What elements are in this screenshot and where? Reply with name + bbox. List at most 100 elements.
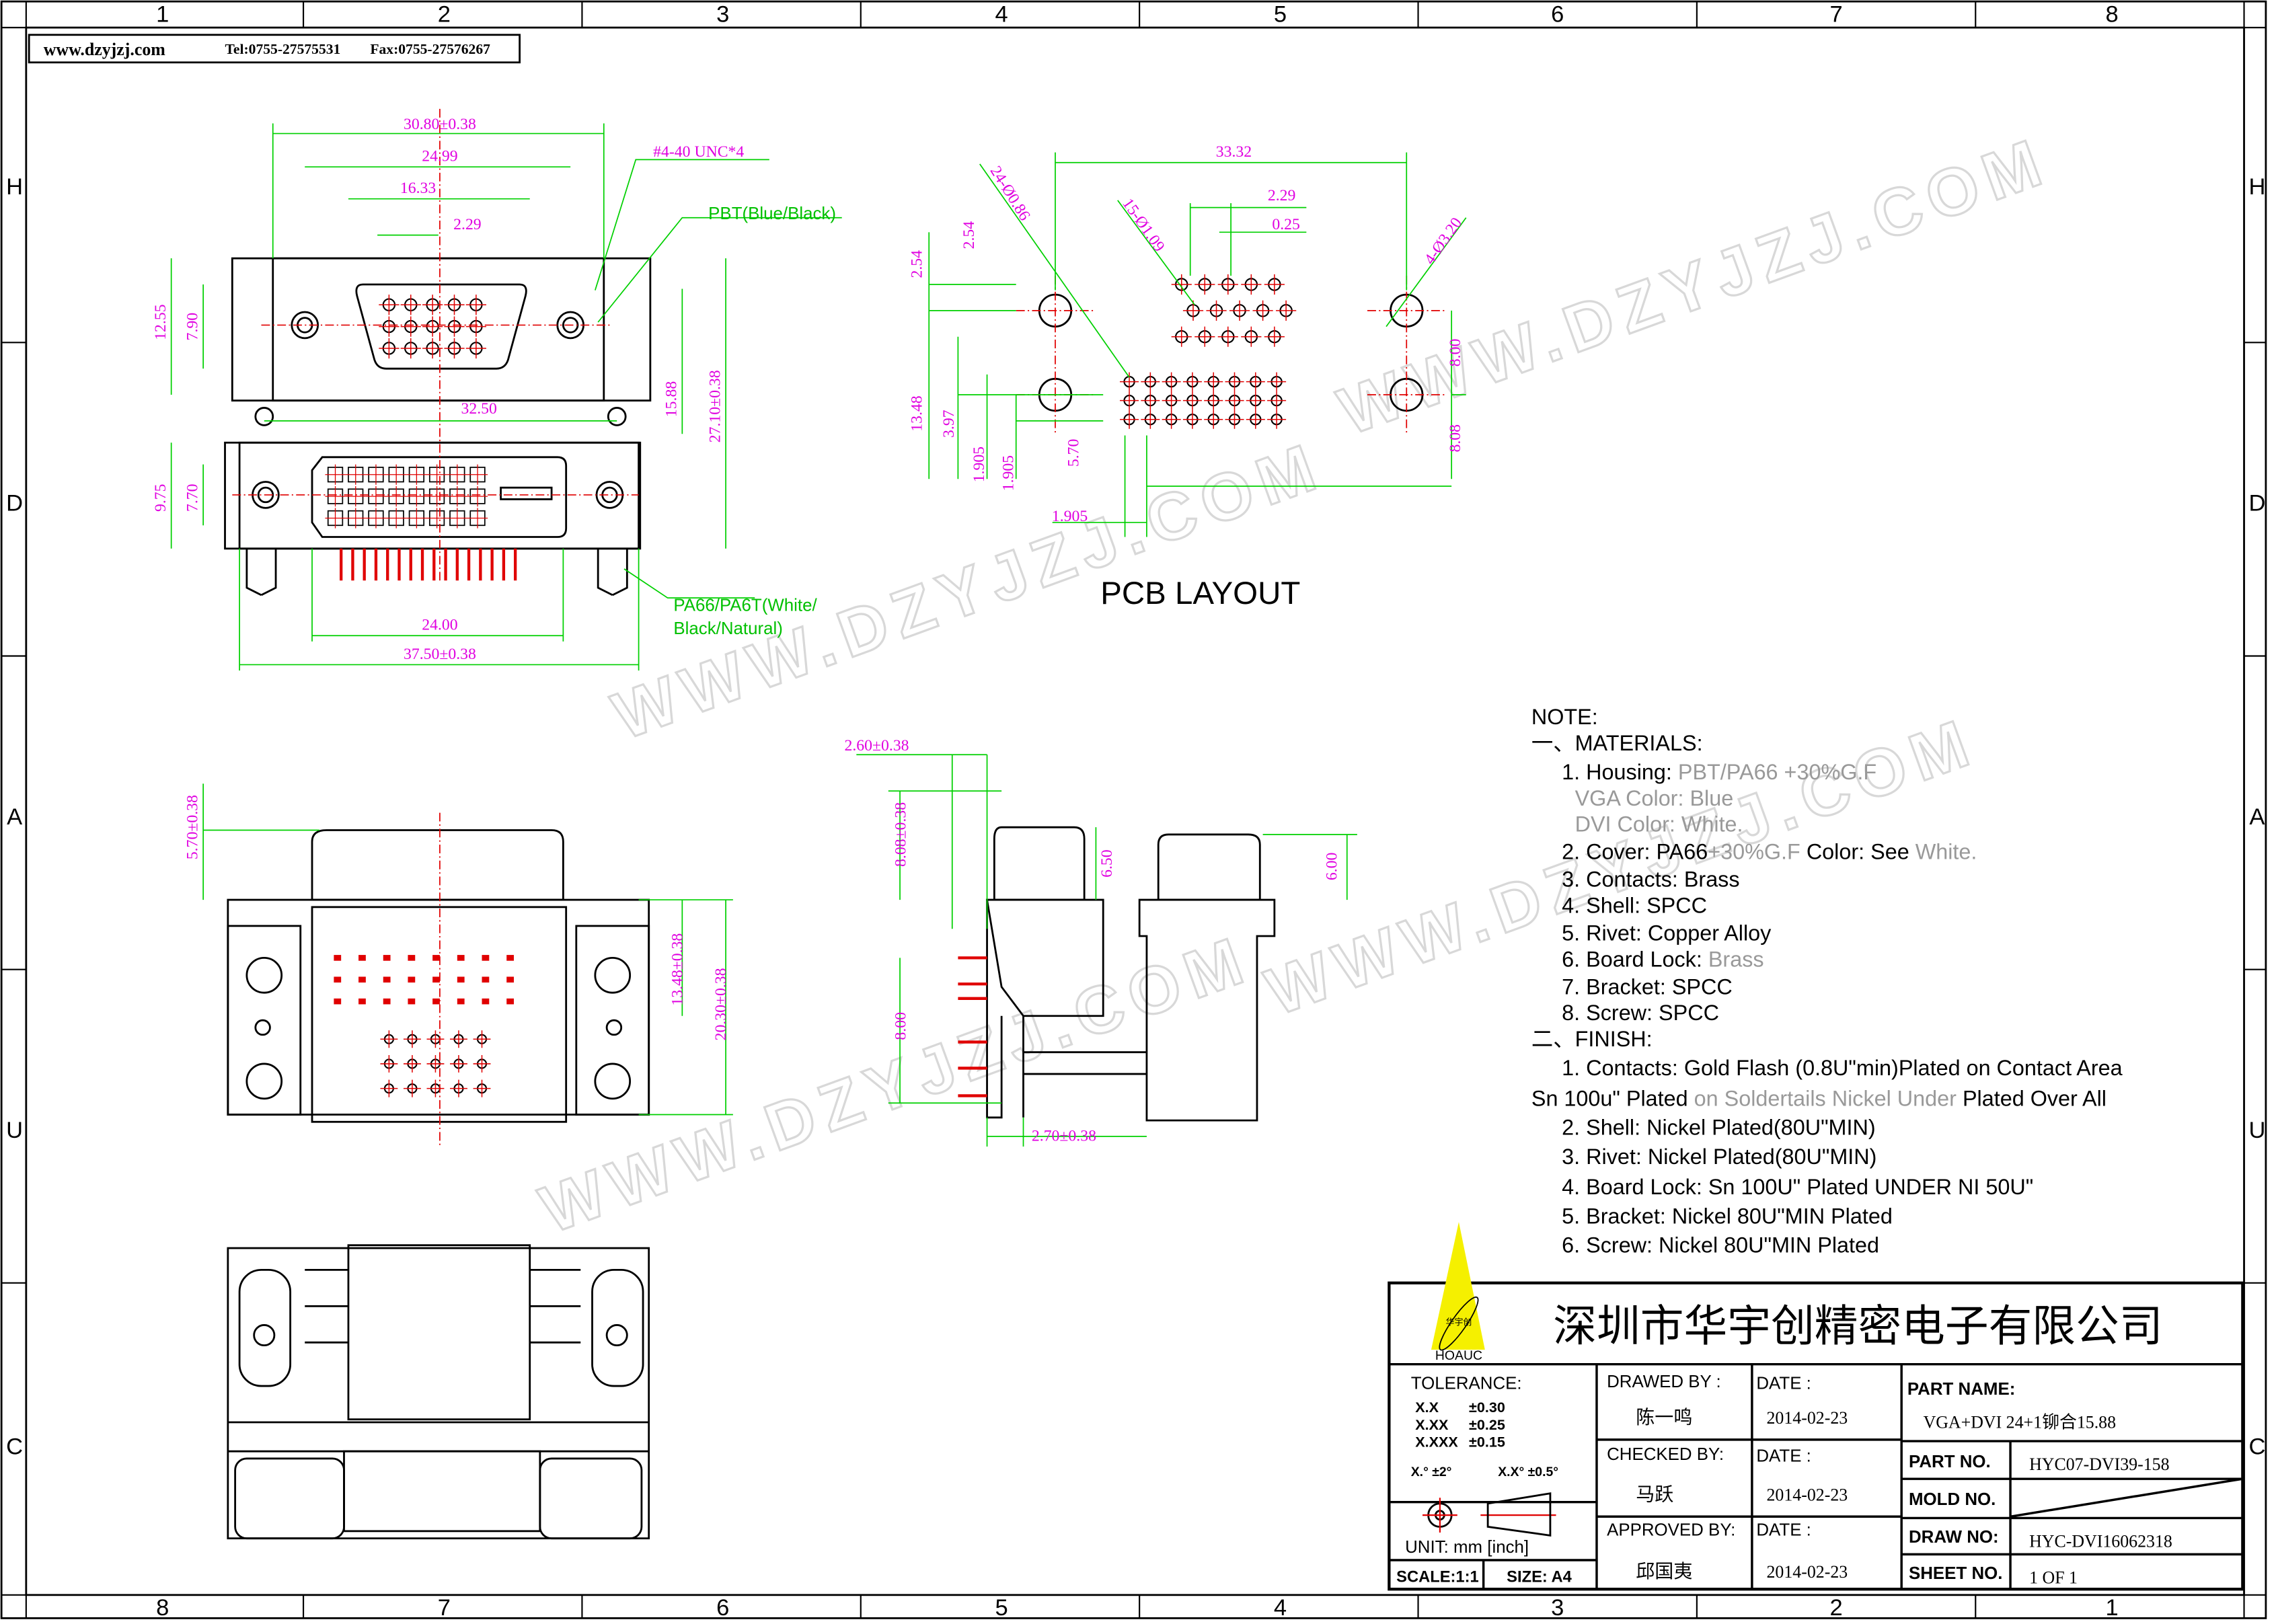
dim-label: 5.70	[1065, 439, 1083, 467]
scale-label: SCALE:1:1	[1396, 1568, 1479, 1586]
part-name: VGA+DVI 24+1铆合15.88	[1924, 1413, 2116, 1432]
size-label: SIZE: A4	[1507, 1568, 1572, 1586]
dim-label: 2.54	[908, 250, 925, 278]
ruler-label: 6	[716, 1595, 729, 1621]
material-item: 8. Screw: SPCC	[1562, 1001, 1719, 1025]
ruler-label: 7	[438, 1595, 451, 1621]
dim-label: 5.70±0.38	[184, 795, 202, 859]
dim-label: 2.29	[1268, 187, 1296, 204]
dim-label: 13.48±0.38	[669, 933, 686, 1006]
dim-label: 1.905	[971, 447, 988, 482]
finish-item: 2. Shell: Nickel Plated(80U"MIN)	[1562, 1116, 1875, 1140]
dim-label: 30.80±0.38	[404, 116, 476, 133]
dim-label: 33.32	[1216, 143, 1252, 161]
dim-label: 9.75	[152, 484, 169, 512]
draw-no: HYC-DVI16062318	[2029, 1532, 2172, 1551]
ruler-label: 5	[1274, 1, 1287, 27]
dim-label: 2.60±0.38	[845, 737, 909, 755]
svg-text:CHECKED BY:: CHECKED BY:	[1607, 1445, 1724, 1464]
svg-text:DATE :: DATE :	[1756, 1520, 1811, 1539]
finish-item: 4. Board Lock: Sn 100U" Plated UNDER NI …	[1562, 1175, 2033, 1199]
ruler-label: 2	[438, 1, 451, 27]
dim-label: 15-Ø1.09	[1118, 195, 1168, 255]
ruler-label: 4	[995, 1, 1008, 27]
date-approved: 2014-02-23	[1766, 1562, 1848, 1582]
notes-title: NOTE:	[1531, 705, 1598, 729]
ruler-label: C	[6, 1434, 23, 1459]
unit-label: UNIT: mm [inch]	[1405, 1538, 1529, 1557]
ruler-label: D	[2248, 491, 2265, 516]
notes: NOTE: 一、MATERIALS: 1. Housing: PBT/PA66 …	[1531, 705, 2123, 1258]
material-item: VGA Color: Blue	[1575, 786, 1734, 810]
svg-text:WWW.DZYJZJ.COM: WWW.DZYJZJ.COM	[1330, 123, 2059, 449]
svg-text:X.° ±2°: X.° ±2°	[1411, 1465, 1452, 1479]
ruler-label: 3	[1551, 1595, 1564, 1621]
dim-label: 8.00	[893, 1012, 910, 1040]
material-item: 4. Shell: SPCC	[1562, 893, 1707, 917]
ruler-label: 1	[156, 1, 169, 27]
svg-text:X.X: X.X	[1415, 1399, 1439, 1416]
dim-label: 0.25	[1272, 216, 1300, 233]
vga-material-label: PBT(Blue/Black)	[708, 204, 836, 223]
dim-label: 3.97	[940, 410, 958, 438]
dim-label: 16.33	[400, 180, 436, 197]
header-box: www.dzyjzj.com Tel:0755-27575531 Fax:075…	[28, 34, 521, 64]
finish-item: Sn 100u" Plated on Soldertails Nickel Un…	[1531, 1087, 2107, 1111]
svg-text:MOLD NO.: MOLD NO.	[1909, 1490, 1996, 1509]
ruler-label: 4	[1274, 1595, 1287, 1621]
ruler-label: 7	[1829, 1, 1842, 27]
approved-by: 邱国夷	[1636, 1561, 1692, 1582]
svg-text:±0.30: ±0.30	[1469, 1399, 1505, 1416]
dvi-material-label: PA66/PA6T(White/	[673, 596, 817, 615]
company-logo: 华宇创 HOAUC	[1431, 1222, 1485, 1363]
pcb-layout-title: PCB LAYOUT	[1100, 576, 1300, 611]
dim-label: 13.48	[908, 395, 925, 431]
dim-label: 1.905	[1052, 508, 1088, 525]
dim-label: 24.00	[422, 617, 457, 634]
sheet-no: 1 OF 1	[2029, 1568, 2078, 1588]
ruler-label: 6	[1551, 1, 1564, 27]
dim-label: 20.30±0.38	[712, 968, 730, 1041]
svg-text:PART NO.: PART NO.	[1909, 1453, 1991, 1471]
ruler-label: U	[2248, 1118, 2265, 1143]
tel: Tel:0755-27575531	[225, 41, 341, 57]
tolerance-title: TOLERANCE:	[1411, 1374, 1522, 1393]
material-item: DVI Color: White.	[1575, 812, 1743, 837]
ruler-label: 8	[156, 1595, 169, 1621]
dim-label: 27.10±0.38	[706, 370, 724, 442]
ruler-label: U	[6, 1118, 23, 1143]
screw-label: #4-40 UNC*4	[653, 143, 744, 161]
material-item: 1. Housing: PBT/PA66 +30%G.F	[1562, 760, 1876, 784]
dim-label: 8.08±0.38	[893, 802, 910, 867]
finish-item: 5. Bracket: Nickel 80U"MIN Plated	[1562, 1204, 1893, 1228]
ruler-label: H	[2248, 174, 2265, 200]
material-item: 7. Bracket: SPCC	[1562, 974, 1733, 999]
website: www.dzyjzj.com	[44, 40, 166, 59]
part-no: HYC07-DVI39-158	[2029, 1455, 2169, 1474]
ruler-label: 5	[995, 1595, 1008, 1621]
dvi-material-label-2: Black/Natural)	[673, 619, 782, 638]
material-item: 2. Cover: PA66+30%G.F Color: See White.	[1562, 840, 1977, 864]
bottom-view: 5.70±0.38 13.48±0.38 20.30±0.38	[184, 783, 733, 1147]
ruler-label: 1	[2106, 1595, 2119, 1621]
finish-item: 3. Rivet: Nickel Plated(80U"MIN)	[1562, 1145, 1876, 1169]
dim-label: 24-Ø0.86	[987, 163, 1034, 223]
logo-text: HOAUC	[1435, 1348, 1482, 1363]
dim-label: 24.99	[422, 148, 457, 165]
dim-label: 15.88	[663, 381, 681, 417]
ruler-label: D	[6, 491, 23, 516]
ruler-label: C	[2248, 1434, 2265, 1459]
title-block: 华宇创 HOAUC 深圳市华宇创精密电子有限公司 TOLERANCE: X.X ±…	[1388, 1222, 2244, 1591]
finish-heading: 二、FINISH:	[1531, 1027, 1653, 1051]
svg-text:APPROVED BY:: APPROVED BY:	[1607, 1520, 1735, 1539]
dim-label: 2.54	[960, 221, 978, 249]
svg-text:DATE :: DATE :	[1756, 1374, 1811, 1393]
company-name: 深圳市华宇创精密电子有限公司	[1553, 1301, 2162, 1350]
dim-label: 2.70±0.38	[1032, 1127, 1096, 1145]
dim-label: 6.00	[1324, 853, 1341, 881]
inner-border	[25, 26, 2245, 1596]
dim-label: 12.55	[152, 304, 169, 340]
dim-label: 7.90	[184, 313, 202, 341]
